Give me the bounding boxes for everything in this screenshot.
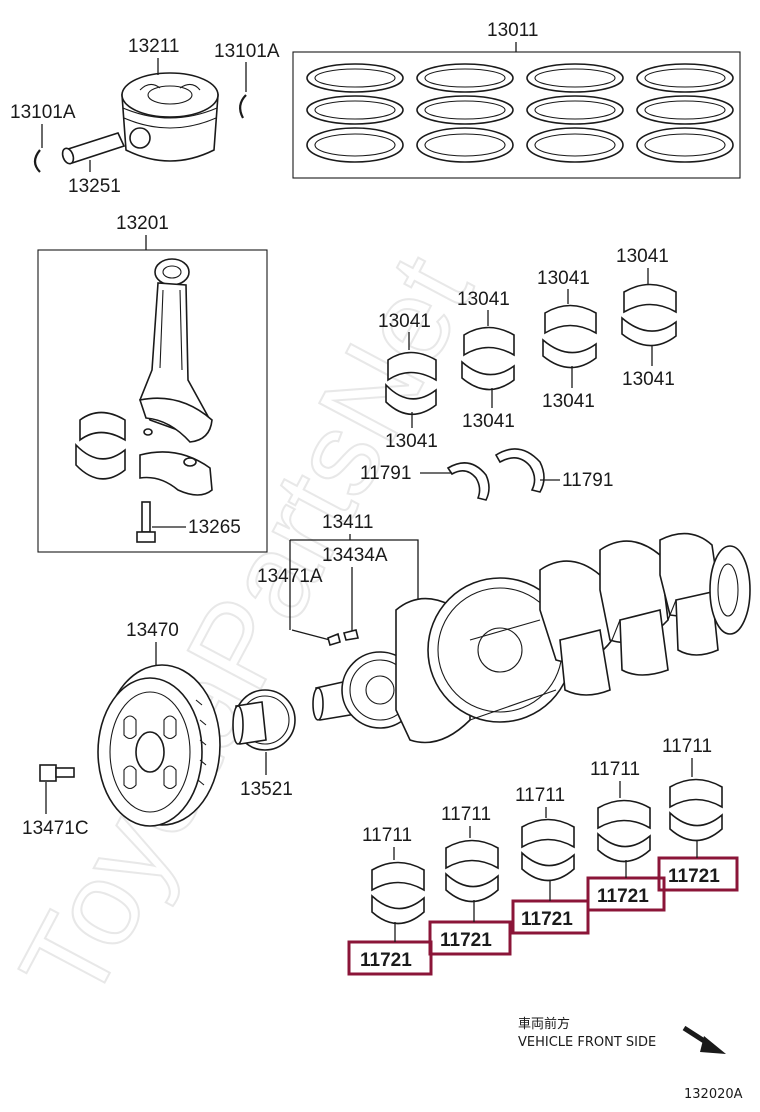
main-bearing-3 [521,818,575,882]
label-rod-bearing-c1: 13041 [537,268,590,289]
label-key-a: 13434A [322,545,388,566]
piston-drawing [121,72,219,162]
label-rod-bearing-b1: 13041 [457,289,510,310]
label-timing-gear: 13521 [240,779,293,800]
highlight-main-lower-1 [347,940,433,976]
connecting-rod-drawing [138,258,213,496]
label-rod-bearing-a1: 13041 [378,311,431,332]
label-rod-bolt: 13265 [188,517,241,538]
ring-set-frame [292,51,741,179]
thrust-washer-right-drawing [494,448,545,493]
crankshaft-drawing [312,532,751,744]
piston-group: 13211 13101A 13101A 13251 [10,36,280,197]
ring-stack-2 [416,63,514,163]
label-main-upper-2: 11711 [441,804,491,825]
label-main-lower-1: 11721 [360,950,412,971]
ring-stack-3 [526,63,624,163]
snap-ring-top-drawing [239,94,247,119]
direction-indicator: 車両前方 VEHICLE FRONT SIDE [518,1016,726,1054]
thrust-washer-left-drawing [446,462,490,501]
rod-bearing-shell-drawing [75,411,126,480]
label-rod-bearing-d1: 13041 [616,246,669,267]
label-ring-set: 13011 [487,20,538,41]
direction-label-jp: 車両前方 [518,1016,570,1032]
rod-bearing-pair-d [621,283,677,347]
rod-bearings-group: 13041 13041 13041 13041 13041 13041 1304… [378,246,677,452]
rod-bearing-pair-c [542,304,597,369]
rod-bearing-pair-b [461,326,515,391]
label-pulley-bolt: 13471C [22,818,89,839]
label-rod-bearing-c2: 13041 [542,391,595,412]
main-bearing-1 [371,861,425,925]
main-bearing-5 [669,778,723,842]
label-snap-ring-top: 13101A [214,41,280,62]
main-bearing-4 [597,799,651,863]
label-rod-bearing-d2: 13041 [622,369,675,390]
label-thrust-washer-left: 11791 [360,463,411,484]
ring-stack-4 [636,63,734,163]
rod-bearing-pair-a [385,351,437,416]
label-crankshaft: 13411 [322,512,373,533]
connecting-rod-group: 13201 13265 [37,213,268,553]
timing-gear-group: 13521 [232,689,296,800]
key-b-drawing [327,632,341,646]
thrust-washers-group: 11791 11791 [360,448,613,501]
ring-set-group: 13011 [292,20,741,179]
label-pulley: 13470 [126,620,179,641]
rod-bolt-drawing [136,501,156,543]
piston-pin-drawing [61,132,126,165]
pulley-bolt-drawing [39,764,75,782]
timing-gear-drawing [232,689,296,751]
label-main-lower-4: 11721 [597,886,649,907]
pulley-drawing [97,664,221,827]
label-main-upper-3: 11711 [515,785,565,806]
label-key-b: 13471A [257,566,323,587]
label-main-upper-4: 11711 [590,759,640,780]
label-main-upper-5: 11711 [662,736,712,757]
connecting-rod-frame [37,249,268,553]
label-connecting-rod: 13201 [116,213,169,234]
label-snap-ring-left: 13101A [10,102,76,123]
direction-arrow-icon [682,1025,726,1054]
pulley-group: 13470 13471C [22,620,221,839]
label-piston: 13211 [128,36,179,57]
label-thrust-washer-right: 11791 [562,470,613,491]
key-a-drawing [343,629,359,641]
crankshaft-group: 13411 13434A 13471A [257,512,751,744]
label-main-lower-2: 11721 [440,930,492,951]
label-piston-pin: 13251 [68,176,121,197]
label-main-lower-3: 11721 [521,909,573,930]
diagram-code: 132020A [684,1087,743,1102]
highlight-main-lower-2 [428,920,512,956]
ring-stack-1 [306,63,404,163]
snap-ring-left-drawing [33,149,41,173]
label-rod-bearing-a2: 13041 [385,431,438,452]
direction-label-en: VEHICLE FRONT SIDE [518,1035,656,1050]
main-bearing-2 [445,839,499,903]
main-bearings-group: 11711 11721 11711 11721 11711 11721 1171… [347,736,739,976]
label-rod-bearing-b2: 13041 [462,411,515,432]
highlight-main-lower-5 [657,856,739,892]
label-main-upper-1: 11711 [362,825,412,846]
label-main-lower-5: 11721 [668,866,720,887]
